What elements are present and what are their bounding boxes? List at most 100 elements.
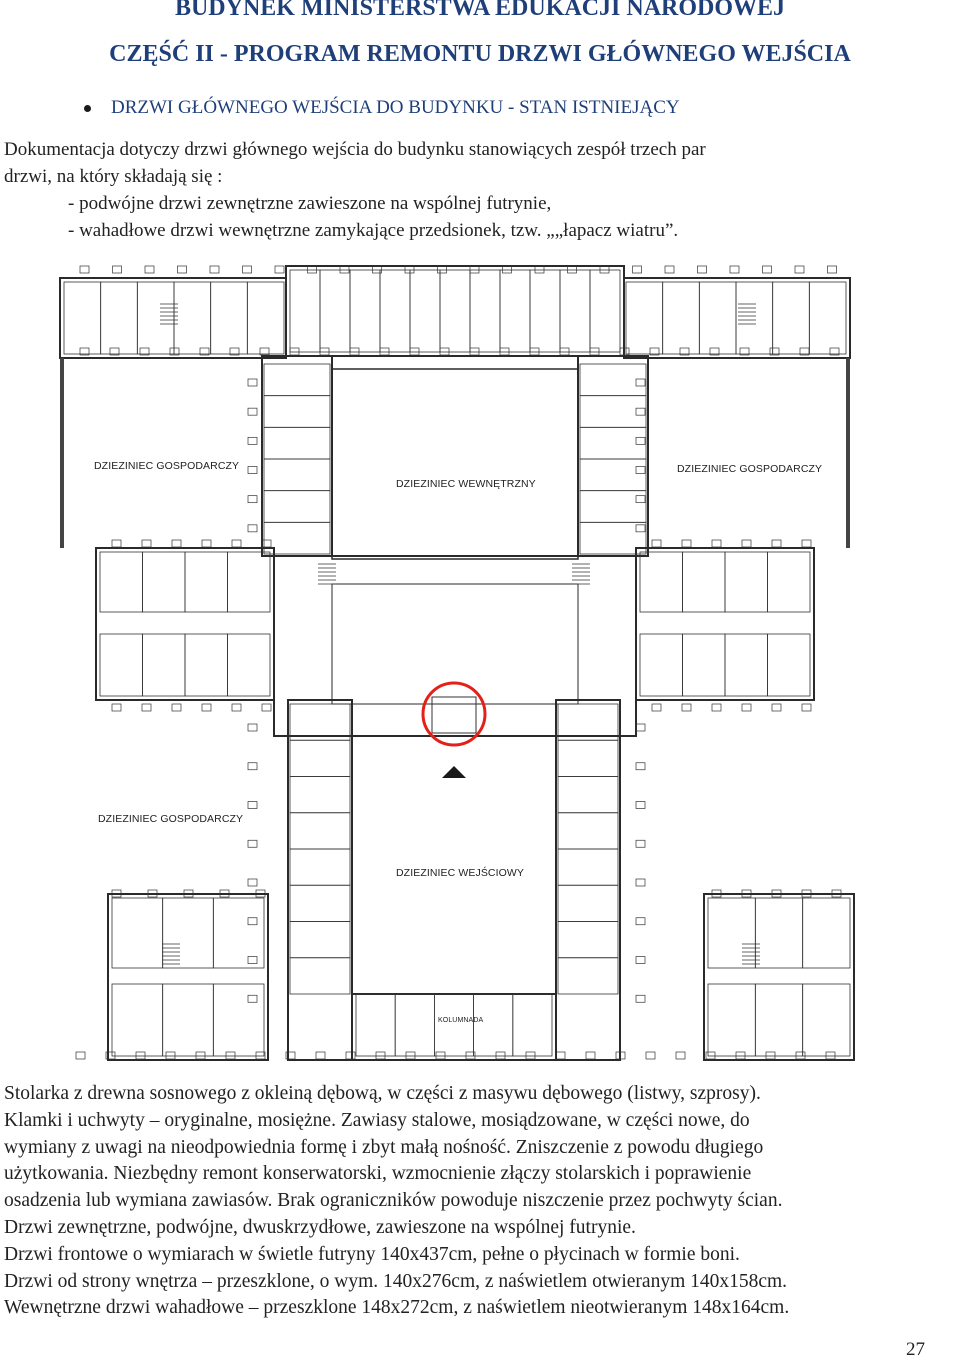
description-line: Drzwi frontowe o wymiarach w świetle fut… bbox=[4, 1243, 740, 1265]
room-tag bbox=[247, 466, 258, 474]
room-tag bbox=[741, 539, 752, 548]
room bbox=[724, 551, 768, 613]
room-tag bbox=[831, 889, 842, 898]
room-tag bbox=[771, 889, 782, 898]
room bbox=[767, 633, 811, 697]
room-tag bbox=[529, 347, 540, 356]
room-tag bbox=[339, 265, 350, 274]
room-tag bbox=[615, 1051, 626, 1060]
room-tag bbox=[499, 347, 510, 356]
room bbox=[707, 983, 756, 1057]
room bbox=[111, 897, 164, 969]
room bbox=[184, 551, 228, 613]
room-tag bbox=[741, 703, 752, 712]
room-tag bbox=[247, 495, 258, 504]
room-tag bbox=[307, 265, 317, 274]
room bbox=[263, 395, 331, 428]
room bbox=[557, 812, 619, 850]
room bbox=[473, 993, 514, 1057]
room-tag bbox=[739, 347, 750, 356]
room bbox=[557, 921, 619, 959]
room-tag bbox=[465, 1051, 476, 1060]
room-tag bbox=[437, 265, 447, 274]
room bbox=[142, 551, 186, 613]
room-tag bbox=[79, 347, 90, 356]
room bbox=[111, 983, 164, 1057]
room-tag bbox=[801, 889, 812, 898]
intro-list-item: - podwójne drzwi zewnętrzne zawieszone n… bbox=[68, 193, 552, 214]
room-tag bbox=[635, 878, 646, 887]
room-tag bbox=[285, 1051, 296, 1060]
room bbox=[557, 776, 619, 814]
room-tag bbox=[651, 539, 662, 548]
room bbox=[136, 281, 175, 355]
room-tag bbox=[109, 347, 120, 356]
room bbox=[263, 363, 331, 397]
room bbox=[100, 281, 138, 355]
room-tag bbox=[79, 265, 90, 274]
room bbox=[579, 521, 647, 555]
room-tag bbox=[247, 878, 258, 887]
room bbox=[99, 551, 143, 613]
room bbox=[557, 848, 619, 886]
room bbox=[754, 983, 804, 1057]
room-tag bbox=[247, 994, 258, 1003]
room-tag bbox=[165, 1051, 176, 1060]
room bbox=[210, 281, 248, 355]
room-tag bbox=[632, 265, 642, 274]
courtyard-label-inner: DZIEZINIEC WEWNĘTRZNY bbox=[396, 478, 536, 490]
room bbox=[589, 269, 621, 353]
room bbox=[662, 281, 700, 355]
room-tag bbox=[345, 1051, 356, 1060]
room bbox=[772, 281, 810, 355]
room-tag bbox=[762, 265, 772, 274]
room bbox=[433, 993, 474, 1057]
description-line: Wewnętrzne drzwi wahadłowe – przeszklone… bbox=[4, 1297, 790, 1319]
room bbox=[99, 633, 143, 697]
room-tag bbox=[559, 347, 570, 356]
room-tag bbox=[201, 703, 212, 712]
courtyard-label-ne: DZIEZINIEC GOSPODARCZY bbox=[677, 463, 822, 475]
room bbox=[512, 993, 553, 1057]
room-tag bbox=[247, 378, 258, 387]
room-tag bbox=[319, 347, 330, 356]
room-tag bbox=[635, 436, 646, 445]
room bbox=[682, 633, 726, 697]
room-tag bbox=[495, 1051, 506, 1060]
room-tag bbox=[139, 347, 150, 356]
room-tag bbox=[469, 265, 480, 274]
room bbox=[212, 897, 265, 969]
room-tag bbox=[219, 889, 230, 898]
room-tag bbox=[827, 265, 837, 274]
room-tag bbox=[111, 539, 122, 548]
room-tag bbox=[599, 265, 610, 274]
description-line: Klamki i uchwyty – oryginalne, mosiężne.… bbox=[4, 1109, 750, 1131]
room-tag bbox=[705, 1051, 716, 1060]
room bbox=[625, 281, 664, 355]
room-tag bbox=[195, 1051, 206, 1060]
room-tag bbox=[225, 1051, 236, 1060]
room-tag bbox=[635, 378, 646, 387]
room-tag bbox=[735, 1051, 746, 1060]
room-tag bbox=[635, 407, 646, 416]
room-tag bbox=[534, 265, 545, 274]
room bbox=[227, 633, 271, 697]
room-tag bbox=[201, 539, 212, 548]
room-tag bbox=[247, 762, 258, 771]
room-tag bbox=[255, 1051, 266, 1060]
room-tag bbox=[111, 703, 122, 712]
room-tag bbox=[829, 347, 840, 356]
room bbox=[349, 269, 381, 353]
room-tag bbox=[409, 347, 420, 356]
room bbox=[557, 739, 619, 777]
entrance-arrow-icon bbox=[442, 766, 466, 778]
room bbox=[559, 269, 591, 353]
room-tag bbox=[169, 347, 180, 356]
room-tag bbox=[619, 347, 630, 356]
room-tag bbox=[502, 265, 512, 274]
room-tag bbox=[801, 703, 812, 712]
room-tag bbox=[741, 889, 752, 898]
room bbox=[162, 983, 214, 1057]
room-tag bbox=[635, 839, 646, 848]
room-tag bbox=[209, 265, 220, 274]
